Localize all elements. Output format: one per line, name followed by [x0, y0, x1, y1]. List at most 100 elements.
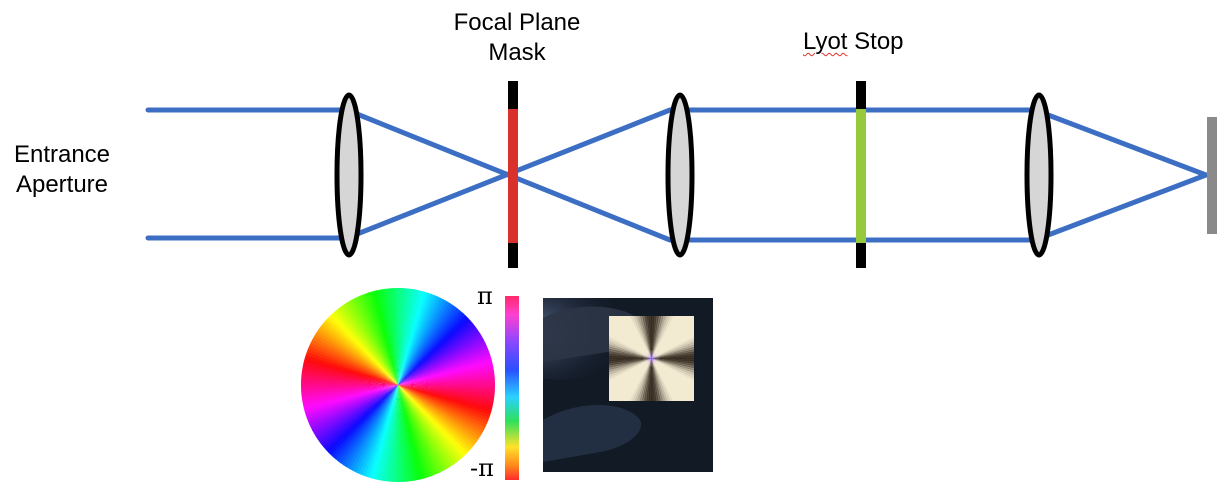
wheel-wedge: [315, 385, 398, 440]
wheel-wedge: [398, 385, 468, 456]
wheel-wedge: [398, 319, 473, 385]
wheel-wedge: [310, 339, 398, 385]
wheel-wedge: [364, 292, 398, 385]
wheel-wedge: [398, 325, 477, 385]
wheel-wedge: [398, 364, 494, 385]
wheel-wedge: [398, 297, 444, 385]
wheel-wedge: [352, 385, 398, 473]
cross-wedge: [651, 358, 659, 401]
wheel-wedge: [384, 288, 398, 385]
cross-wedge: [629, 358, 652, 401]
wheel-wedge: [398, 294, 438, 385]
wheel-wedge: [309, 342, 398, 385]
vortex-mask-photo-icon: [543, 298, 713, 472]
beam-lower-1: [145, 107, 1209, 241]
light-beams: [145, 107, 1209, 243]
wheel-wedge: [306, 385, 398, 422]
cross-wedge: [609, 349, 652, 359]
wheel-wedge: [398, 385, 419, 481]
cross-wedge: [609, 336, 652, 359]
wheel-wedge: [371, 290, 398, 385]
cross-wedge: [649, 316, 652, 359]
wheel-wedge: [327, 385, 398, 455]
wheel-wedge: [398, 385, 487, 428]
wheel-wedge: [349, 385, 398, 471]
wheel-wedge: [398, 385, 461, 462]
wheel-wedge: [398, 385, 484, 434]
wheel-wedge: [307, 385, 398, 425]
cross-wedge: [609, 341, 652, 359]
focal-label-line2: Mask: [488, 39, 546, 66]
wheel-wedge: [304, 385, 398, 416]
lyot-label-word2: Stop: [854, 28, 904, 55]
cross-wedge: [651, 358, 694, 373]
cross-wedge: [632, 358, 652, 401]
wheel-wedge: [349, 299, 398, 385]
wheel-wedge: [398, 315, 469, 385]
lyot-stop-label: Lyot Stop: [803, 27, 904, 57]
wheel-wedge: [398, 312, 466, 385]
wheel-wedge: [346, 385, 398, 470]
wheel-wedge: [398, 299, 447, 385]
wheel-wedge: [335, 308, 398, 385]
wheel-wedge: [398, 385, 456, 466]
wheel-wedge: [343, 302, 398, 385]
wheel-wedge: [330, 312, 398, 385]
cross-wedge: [651, 358, 694, 368]
wheel-wedge: [398, 385, 458, 464]
wheel-wedge: [398, 310, 464, 385]
wheel-wedge: [398, 385, 412, 482]
wheel-wedge: [332, 385, 398, 460]
wheel-wedge: [398, 385, 429, 479]
wheel-wedge: [398, 345, 489, 385]
wheel-wedge: [332, 310, 398, 385]
lyot-stop: [856, 81, 866, 268]
wheel-wedge: [380, 288, 398, 385]
cross-wedge: [651, 316, 674, 359]
wheel-wedge: [398, 378, 495, 385]
focal-mask-red-bar: [508, 109, 518, 243]
wheel-wedge: [321, 322, 398, 385]
wheel-wedge: [398, 348, 490, 385]
wheel-wedge: [319, 385, 398, 445]
wheel-wedge: [337, 385, 398, 464]
wheel-wedge: [398, 385, 471, 453]
wheel-wedge: [394, 287, 399, 385]
cross-wedge: [651, 358, 668, 401]
cross-wedge: [651, 316, 666, 359]
cross-wedge: [632, 316, 652, 359]
wheel-wedge: [398, 385, 450, 470]
wheel-wedge: [398, 302, 453, 385]
wheel-wedge: [301, 385, 398, 396]
lyot-stop-bottom-end: [856, 243, 866, 268]
cross-wedge: [640, 316, 652, 359]
wheel-wedge: [307, 345, 398, 385]
wheel-wedge: [398, 300, 450, 385]
wheel-wedge: [398, 385, 425, 480]
wheel-wedge: [398, 385, 473, 451]
cross-wedge: [651, 358, 674, 401]
wheel-wedge: [343, 385, 398, 468]
wheel-wedge: [398, 296, 441, 385]
cross-wedge: [651, 358, 671, 401]
wheel-wedge: [398, 385, 432, 478]
cross-wedge: [609, 358, 652, 366]
cross-wedge: [651, 358, 663, 401]
wheel-wedge: [313, 385, 398, 437]
wheel-wedge: [303, 385, 398, 412]
cross-wedge: [647, 316, 652, 359]
wheel-wedge: [305, 385, 398, 419]
entrance-aperture-label: Entrance Aperture: [14, 140, 110, 200]
wheel-wedge: [398, 330, 481, 385]
wheel-wedge: [300, 384, 398, 389]
wheel-wedge: [317, 327, 398, 385]
wheel-wedge: [340, 385, 398, 466]
wheel-wedge: [398, 385, 466, 458]
wheel-wedge: [398, 385, 405, 482]
wheel-wedge: [301, 385, 398, 399]
wheel-wedge: [398, 358, 493, 385]
wheel-wedge: [398, 385, 464, 460]
wheel-wedge: [398, 308, 461, 385]
wheel-wedge: [323, 319, 398, 385]
wheel-wedge: [315, 330, 398, 385]
